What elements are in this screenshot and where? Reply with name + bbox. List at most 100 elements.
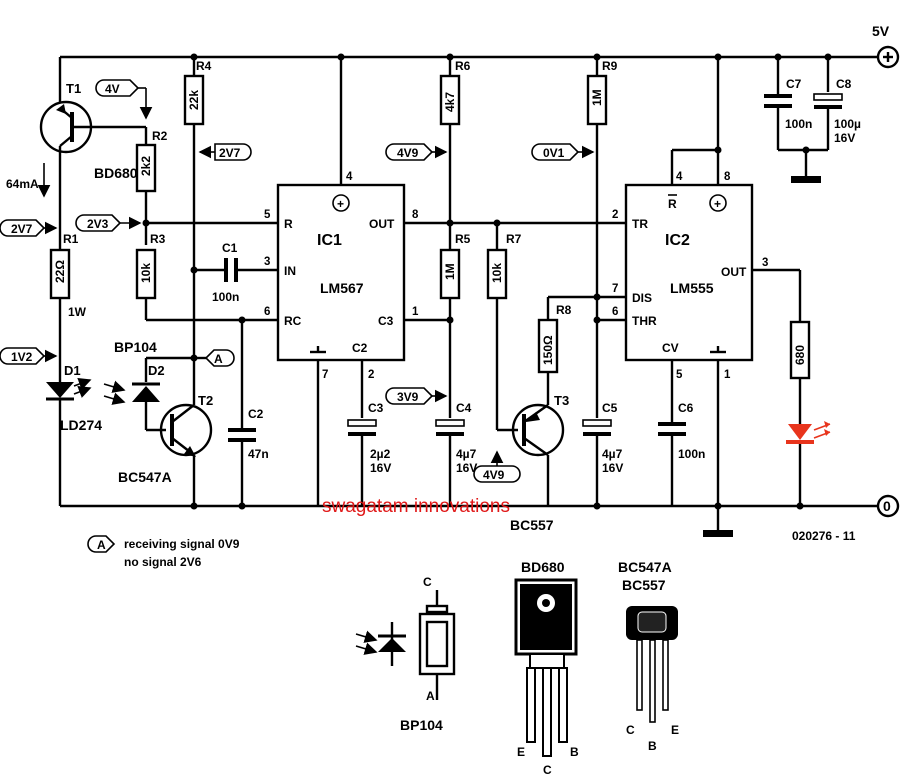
svg-text:4V9: 4V9 [397, 146, 419, 160]
transistor-t2: T2 BC547A [118, 393, 213, 485]
svg-text:2µ2: 2µ2 [370, 447, 391, 461]
svg-text:C4: C4 [456, 401, 472, 415]
svg-text:4V: 4V [105, 82, 120, 96]
svg-text:7: 7 [612, 283, 618, 295]
svg-text:LD274: LD274 [60, 417, 102, 433]
ground-symbol-c7c8 [791, 176, 821, 183]
svg-text:2: 2 [368, 369, 374, 381]
svg-text:R3: R3 [150, 232, 166, 246]
svg-text:R7: R7 [506, 232, 522, 246]
svg-text:BC557: BC557 [622, 577, 666, 593]
svg-text:1W: 1W [68, 305, 87, 319]
capacitor-c7: C7 100n [764, 77, 812, 131]
svg-text:A: A [426, 689, 435, 703]
svg-text:R4: R4 [196, 59, 212, 73]
svg-text:LM567: LM567 [320, 280, 364, 296]
svg-text:B: B [648, 739, 657, 753]
svg-text:16V: 16V [602, 461, 623, 475]
svg-text:10k: 10k [139, 263, 153, 283]
svg-text:7: 7 [322, 369, 328, 381]
pinout-bc547a-bc557: BC547A BC557 C B E [618, 559, 679, 753]
svg-text:C5: C5 [602, 401, 618, 415]
resistor-r5: 1M R5 [439, 232, 471, 300]
svg-text:C1: C1 [222, 241, 238, 255]
capacitor-c4: C4 4µ7 16V [435, 401, 477, 475]
current-label: 64mA [6, 177, 39, 191]
tag-point-a-top: A [194, 349, 235, 367]
svg-text:C8: C8 [836, 77, 852, 91]
svg-text:RC: RC [284, 314, 302, 328]
svg-text:4: 4 [676, 171, 683, 183]
svg-text:BD680: BD680 [521, 559, 565, 575]
svg-text:IN: IN [284, 264, 296, 278]
svg-text:4k7: 4k7 [443, 92, 457, 112]
t1-ref: T1 [66, 81, 81, 96]
tag-2v3: 2V3 [75, 214, 142, 232]
supply-label: 5V [872, 23, 890, 39]
resistor-r6: 4k7 R6 [439, 59, 471, 126]
svg-text:R1: R1 [63, 232, 79, 246]
svg-text:150Ω: 150Ω [541, 335, 555, 365]
svg-text:T2: T2 [198, 393, 213, 408]
svg-text:47n: 47n [248, 447, 269, 461]
svg-text:BC557: BC557 [510, 517, 554, 533]
capacitor-c1: C1 100n [212, 241, 239, 304]
svg-text:OUT: OUT [369, 217, 395, 231]
svg-text:2V7: 2V7 [11, 222, 33, 236]
svg-text:R: R [668, 197, 677, 211]
svg-text:E: E [671, 723, 679, 737]
supply-rail: 5V [60, 23, 900, 69]
capacitor-c8: C8 100µ 16V [813, 77, 861, 145]
figure-code: 020276 - 11 [792, 529, 856, 543]
svg-text:THR: THR [632, 314, 657, 328]
svg-text:BC547A: BC547A [618, 559, 672, 575]
capacitor-c2: C2 47n [228, 407, 269, 461]
svg-text:100µ: 100µ [834, 117, 861, 131]
svg-text:C7: C7 [786, 77, 802, 91]
capacitor-c3: C3 2µ2 16V [347, 401, 391, 475]
svg-text:6: 6 [612, 306, 618, 318]
svg-text:B: B [570, 745, 579, 759]
svg-text:E: E [517, 745, 525, 759]
svg-text:R8: R8 [556, 303, 572, 317]
svg-text:4µ7: 4µ7 [602, 447, 623, 461]
svg-text:680: 680 [793, 345, 807, 365]
svg-text:3: 3 [762, 257, 768, 269]
svg-text:100n: 100n [212, 290, 239, 304]
svg-text:3V9: 3V9 [397, 390, 419, 404]
ic2-lm555: IC2 LM555 R + TR DIS THR OUT CV [624, 183, 754, 362]
tag-1v2: 1V2 [0, 347, 58, 365]
transistor-t3: T3 BC557 [510, 393, 569, 533]
svg-text:TR: TR [632, 217, 648, 231]
svg-text:+: + [337, 197, 344, 211]
tag-2v7-r4: 2V7 [198, 143, 252, 161]
svg-text:2V7: 2V7 [219, 146, 241, 160]
capacitor-c5: C5 4µ7 16V [582, 401, 623, 475]
svg-text:10k: 10k [490, 263, 504, 283]
svg-text:R5: R5 [455, 232, 471, 246]
svg-text:1: 1 [412, 306, 419, 318]
led-d1: D1 LD274 [46, 363, 102, 433]
svg-text:C3: C3 [378, 314, 394, 328]
ground-symbol [703, 530, 733, 537]
svg-text:C: C [543, 763, 552, 777]
svg-text:BC547A: BC547A [118, 469, 172, 485]
tag-4v: 4V [95, 79, 153, 120]
svg-text:5: 5 [264, 209, 271, 221]
svg-text:5: 5 [676, 369, 683, 381]
svg-text:2k2: 2k2 [139, 156, 153, 176]
tag-2v7-left: 2V7 [0, 219, 58, 237]
svg-text:1M: 1M [443, 263, 457, 280]
ground-label: 0 [883, 498, 891, 514]
svg-text:BP104: BP104 [114, 339, 157, 355]
svg-text:16V: 16V [834, 131, 855, 145]
svg-text:A: A [97, 538, 106, 552]
svg-text:22k: 22k [187, 90, 201, 110]
svg-text:22Ω: 22Ω [53, 260, 67, 283]
pinout-bp104: C A BP104 [355, 575, 456, 733]
tag-0v1: 0V1 [531, 143, 595, 161]
transistor-t1: T1 BD680 [39, 57, 140, 210]
svg-text:C6: C6 [678, 401, 694, 415]
svg-text:C3: C3 [368, 401, 384, 415]
